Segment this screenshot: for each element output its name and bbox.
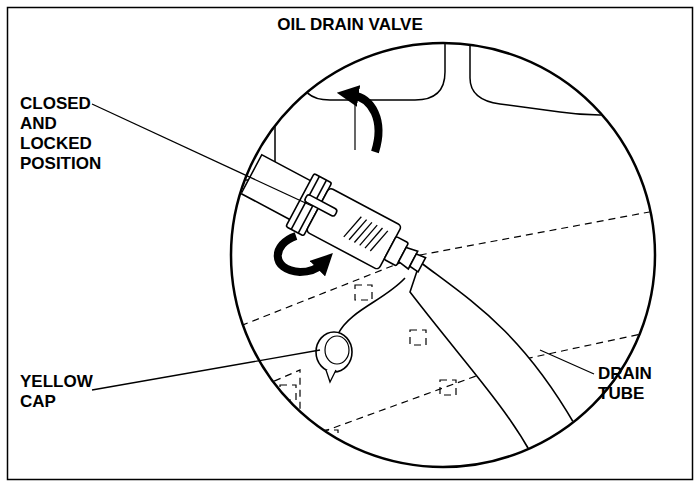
part-label: DRAIN TUBE: [598, 364, 678, 404]
part-label: YELLOW CAP: [20, 372, 105, 412]
part-label: CLOSED AND LOCKED POSITION: [20, 94, 112, 174]
leader-lines: [92, 104, 594, 390]
drawing-part: [326, 370, 336, 382]
drawing-part: [230, 210, 660, 480]
rotation-arrow: [278, 236, 322, 272]
yellow-cap: [316, 332, 352, 372]
magnifier-circle: [231, 43, 655, 467]
drawing-part: [245, 330, 260, 470]
drawing-part: [238, 30, 275, 180]
drawing-part: [354, 100, 355, 150]
diagram-title: OIL DRAIN VALVE: [0, 15, 700, 35]
drawing-part: [470, 30, 640, 115]
drawing-part: [344, 214, 388, 254]
drawing-part: [236, 131, 250, 145]
drawing-part: [540, 350, 594, 374]
drawing-part: [92, 350, 320, 390]
rotation-arrow: [352, 95, 378, 152]
drawing-part: [325, 336, 349, 364]
drawing-part: [440, 380, 456, 395]
outer-frame: [8, 8, 693, 480]
drawing-part: [92, 104, 312, 206]
drawing-part: [237, 148, 436, 292]
drawing-part: [370, 228, 388, 254]
drawing-part: [232, 40, 657, 470]
drawing-part: [230, 370, 300, 480]
magnified-view: [230, 30, 660, 480]
drawing-part: [300, 30, 445, 100]
drawing-part: [304, 194, 338, 217]
drawing-part: [355, 285, 372, 300]
cap-tether: [338, 278, 405, 334]
drawing-part: [409, 253, 425, 272]
drawing-part: [410, 330, 426, 345]
